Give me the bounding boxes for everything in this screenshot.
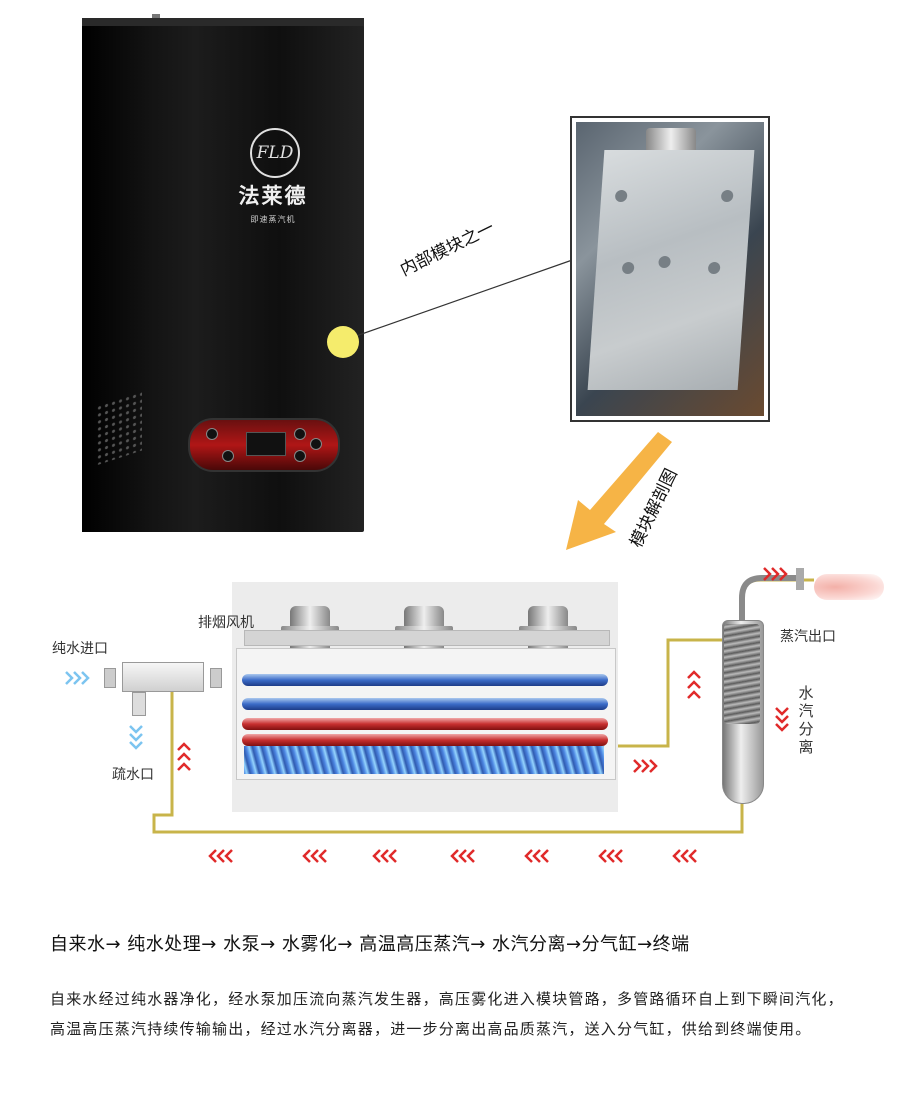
drain-valve	[132, 692, 146, 716]
label-drain-outlet: 疏水口	[112, 767, 154, 783]
callout-dot	[327, 326, 359, 358]
water-tube	[242, 674, 608, 686]
panel-button-icon	[206, 428, 218, 440]
photo-background	[576, 122, 764, 416]
panel-button-icon	[294, 428, 306, 440]
panel-button-icon	[310, 438, 322, 450]
control-panel	[188, 418, 340, 472]
water-tube	[242, 698, 608, 710]
burner-flame	[244, 746, 604, 774]
display-screen	[246, 432, 286, 456]
steam-cloud	[814, 574, 884, 600]
steam-tube	[242, 718, 608, 730]
separator-coil	[724, 624, 760, 724]
process-flow-title: 自来水→ 纯水处理→ 水泵→ 水雾化→ 高温高压蒸汽→ 水汽分离→分气缸→终端	[50, 934, 690, 955]
photo-cylinder	[646, 128, 696, 154]
steam-tube	[242, 734, 608, 746]
machine-top	[82, 18, 364, 28]
panel-button-icon	[294, 450, 306, 462]
outlet-valve	[210, 668, 222, 688]
brand-logo: FLD	[250, 128, 300, 178]
panel-button-icon	[222, 450, 234, 462]
label-exhaust-fan: 排烟风机	[198, 615, 254, 631]
label-separation: 水汽分离	[798, 684, 814, 756]
label-steam-outlet: 蒸汽出口	[780, 629, 836, 645]
label-pure-water-inlet: 纯水进口	[52, 641, 108, 657]
brand-subtitle: 即速蒸汽机	[250, 215, 296, 224]
housing-top-plate	[244, 630, 610, 646]
pure-water-unit	[122, 662, 204, 692]
steam-generator-machine: FLD 法莱德 即速蒸汽机	[82, 14, 364, 534]
brand-name: 法莱德	[238, 184, 308, 208]
inlet-valve	[104, 668, 116, 688]
process-description: 自来水经过纯水器净化，经水泵加压流向蒸汽发生器，高压雾化进入模块管路，多管路循环…	[50, 990, 844, 1038]
module-cross-section-diagram: 排烟风机 纯水进口 疏水口 蒸汽出口 水汽分离	[30, 560, 890, 880]
internal-module-photo	[570, 116, 770, 422]
